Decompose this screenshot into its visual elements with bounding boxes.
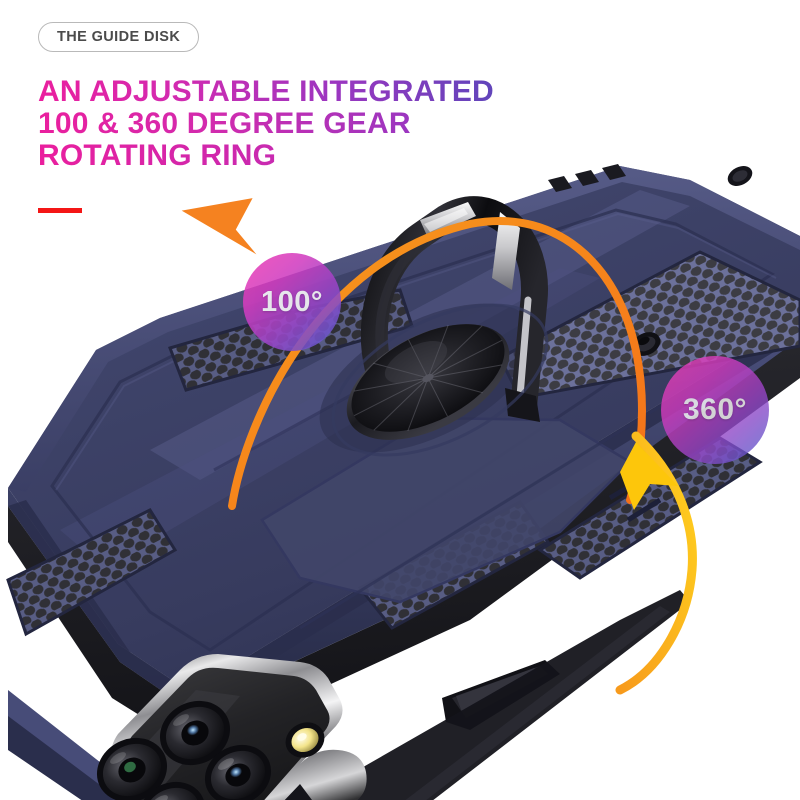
ring-disc-base bbox=[346, 324, 510, 440]
port-hole bbox=[727, 166, 753, 186]
camera-flash bbox=[285, 722, 325, 758]
headline-line-2: 100 & 360 DEGREE GEAR bbox=[38, 108, 658, 140]
orange-arc-arrow bbox=[181, 198, 646, 510]
camera-lens bbox=[96, 737, 168, 800]
camera-module bbox=[96, 654, 367, 800]
grip-ridges bbox=[548, 164, 626, 192]
badge-tilt-label: 100° bbox=[261, 285, 323, 318]
page-title: AN ADJUSTABLE INTEGRATED 100 & 360 DEGRE… bbox=[38, 76, 658, 172]
headline-line-3: ROTATING RING bbox=[38, 140, 658, 172]
accent-rule bbox=[38, 208, 82, 213]
kicker-label: THE GUIDE DISK bbox=[57, 29, 181, 45]
badge-rotate-label: 360° bbox=[682, 393, 748, 426]
camera-lens bbox=[159, 700, 231, 766]
camera-lens bbox=[204, 744, 272, 800]
yellow-arc-arrow bbox=[615, 431, 697, 695]
honeycomb-texture-strip bbox=[6, 508, 178, 637]
badge-rotate-degrees: 360° bbox=[661, 356, 769, 464]
rotating-ring-kickstand bbox=[319, 196, 549, 457]
product-image bbox=[0, 150, 800, 800]
badge-tilt-degrees: 100° bbox=[243, 253, 341, 351]
kicker-pill: THE GUIDE DISK bbox=[38, 22, 200, 52]
port-hole bbox=[631, 332, 661, 356]
headline-line-1: AN ADJUSTABLE INTEGRATED bbox=[38, 76, 658, 108]
